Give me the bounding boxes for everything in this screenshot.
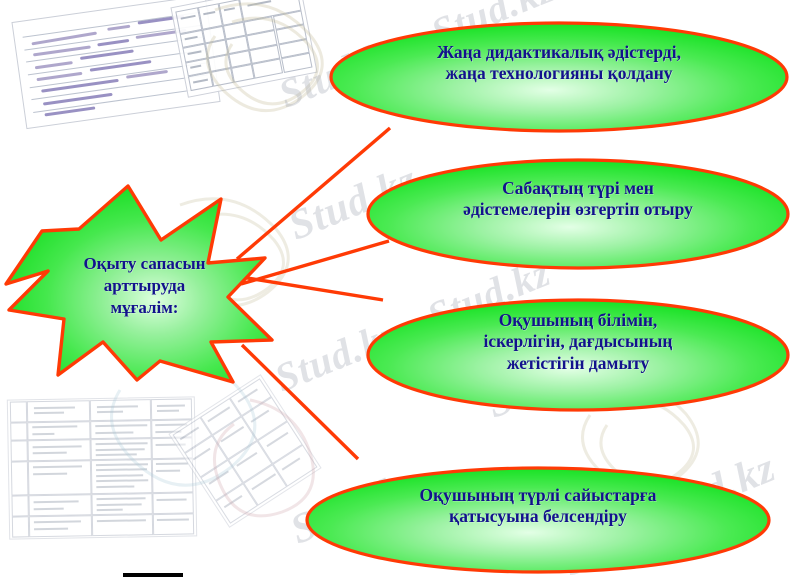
- central-star-label: Оқыту сапасын арттыруда мұғалім:: [83, 254, 206, 318]
- connector-4: [240, 343, 360, 461]
- branch-1-label: Жаңа дидактикалық әдістерді, жаңа технол…: [437, 42, 681, 84]
- branch-3-ellipse[interactable]: [366, 298, 790, 412]
- central-star-shape[interactable]: [4, 184, 274, 384]
- connector-3: [240, 239, 390, 286]
- bottom-rule: [123, 573, 183, 577]
- branch-1-ellipse[interactable]: [329, 21, 789, 133]
- connector-1: [235, 126, 392, 261]
- branch-2-label: Сабақтың түрі мен әдістемелерін өзгертіп…: [463, 178, 693, 220]
- branch-4-ellipse[interactable]: [305, 466, 771, 574]
- branch-2-ellipse[interactable]: [366, 158, 790, 270]
- connector-2: [240, 275, 384, 302]
- connector-group: [235, 126, 392, 461]
- branch-4-label: Оқушының түрлі сайыстарға қатысуына белс…: [419, 485, 657, 527]
- branch-3-label: Оқушының білімін, іскерлігін, дағдысының…: [483, 310, 673, 373]
